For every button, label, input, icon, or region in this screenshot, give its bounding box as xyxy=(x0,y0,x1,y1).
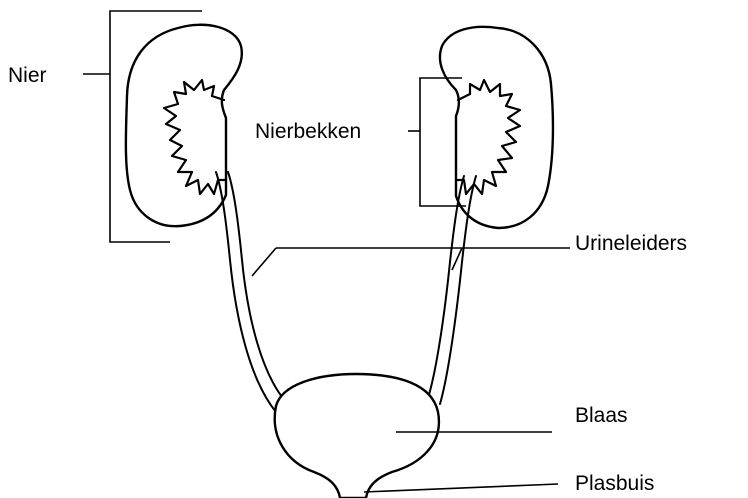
urethra-pointer-line xyxy=(364,484,558,492)
left-kidney xyxy=(126,25,242,226)
ureters-pointer-right xyxy=(452,248,462,270)
kidney-label: Nier xyxy=(8,65,47,86)
left-ureter-inner xyxy=(228,172,286,402)
bladder xyxy=(275,374,439,498)
renal-pelvis-label: Nierbekken xyxy=(255,121,361,142)
bladder-label: Blaas xyxy=(575,405,628,426)
ureters-label: Urineleiders xyxy=(575,233,687,254)
right-kidney xyxy=(440,27,553,228)
ureters-pointer-left xyxy=(252,248,276,276)
urethra-label: Plasbuis xyxy=(575,473,654,494)
